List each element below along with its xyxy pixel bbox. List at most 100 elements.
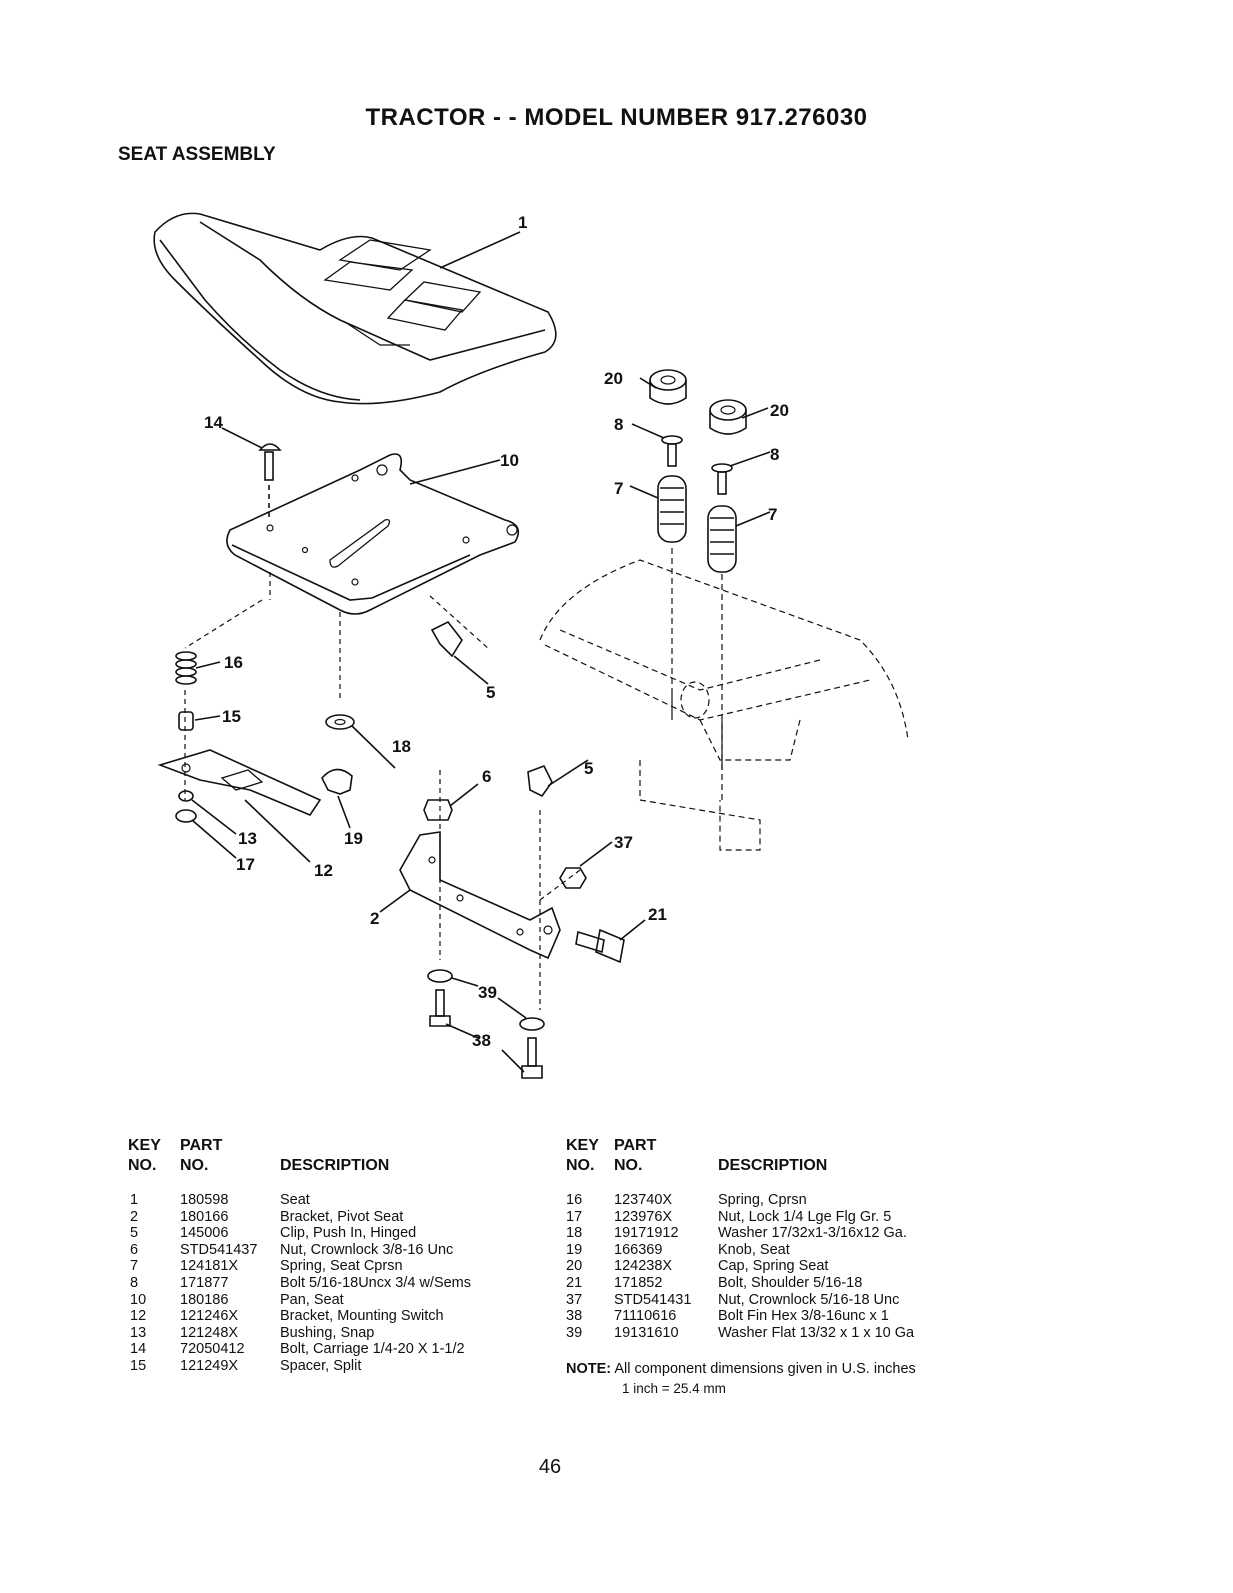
page-number: 46 <box>538 1456 562 1478</box>
part-description: Washer Flat 13/32 x 1 x 10 Ga <box>718 1324 915 1341</box>
part-key-no: 10 <box>130 1291 147 1308</box>
seat-pan-part <box>226 453 520 615</box>
part-key-no: 19 <box>566 1241 583 1258</box>
callout-1: 1 <box>518 213 527 232</box>
part-key-no: 18 <box>566 1225 583 1242</box>
part-number: 121246X <box>180 1308 239 1325</box>
leader-line <box>453 655 489 685</box>
bushing-13-part <box>178 790 194 802</box>
part-description: Pan, Seat <box>280 1291 344 1308</box>
callout-38: 38 <box>472 1031 491 1050</box>
washer-39-left-part <box>427 969 453 983</box>
part-number: 180598 <box>180 1192 229 1208</box>
part-number: 166369 <box>614 1241 663 1258</box>
part-description: Nut, Crownlock 5/16-18 Unc <box>718 1291 900 1308</box>
part-key-no: 12 <box>130 1308 147 1325</box>
callout-15: 15 <box>222 707 241 726</box>
callout-18: 18 <box>392 737 411 756</box>
locknut-17-part <box>175 809 197 823</box>
part-key-no: 2 <box>130 1208 139 1225</box>
callout-21: 21 <box>648 905 667 924</box>
part-number: 171877 <box>180 1274 229 1291</box>
part-description: Bolt, Shoulder 5/16-18 <box>718 1274 863 1291</box>
nut-37-part <box>559 867 587 889</box>
part-row: 2 180166 Bracket, Pivot Seat <box>130 1209 530 1226</box>
dimension-note: NOTE: All component dimensions given in … <box>566 1360 916 1378</box>
tractor-fender-outline <box>539 548 909 851</box>
seat-part <box>153 212 557 405</box>
leader-line <box>337 795 351 829</box>
callout-20-right: 20 <box>770 401 789 420</box>
exploded-parts-diagram: 1 14 10 16 15 5 18 6 5 19 13 17 12 2 37 … <box>153 212 909 1079</box>
conversion-note: 1 inch = 25.4 mm <box>622 1381 726 1396</box>
part-number: 123740X <box>614 1192 673 1208</box>
callout-2: 2 <box>370 909 379 928</box>
part-description: Knob, Seat <box>718 1241 790 1258</box>
right-header-description: DESCRIPTION <box>718 1157 828 1174</box>
part-key-no: 8 <box>130 1274 139 1291</box>
washer-18-part <box>325 714 355 730</box>
leader-line <box>579 841 613 867</box>
callout-5-lower: 5 <box>584 759 593 778</box>
part-key-no: 7 <box>130 1258 139 1275</box>
callout-6: 6 <box>482 767 491 786</box>
part-description: Bracket, Pivot Seat <box>280 1208 404 1225</box>
switch-bracket-part <box>157 749 322 816</box>
spring-7-right-part <box>707 505 737 573</box>
leader-line <box>244 799 311 863</box>
washer-39-right-part <box>519 1017 545 1031</box>
note-text: All component dimensions given in U.S. i… <box>614 1361 916 1377</box>
part-number: STD541437 <box>180 1241 258 1258</box>
leader-line <box>191 799 237 835</box>
part-description: Clip, Push In, Hinged <box>280 1225 417 1242</box>
callout-10: 10 <box>500 451 519 470</box>
part-description: Nut, Crownlock 3/8-16 Unc <box>280 1241 454 1258</box>
part-description: Spacer, Split <box>280 1357 362 1374</box>
part-number: 19171912 <box>614 1225 679 1242</box>
callout-17: 17 <box>236 855 255 874</box>
leader-line <box>631 423 665 439</box>
part-key-no: 20 <box>566 1258 583 1275</box>
leader-line <box>191 819 237 859</box>
part-number: 180166 <box>180 1208 229 1225</box>
part-key-no: 15 <box>130 1357 147 1374</box>
part-description: Nut, Lock 1/4 Lge Flg Gr. 5 <box>718 1208 892 1225</box>
spacer-15-part <box>178 711 194 731</box>
pivot-bracket-part <box>399 831 561 960</box>
leader-line <box>501 1049 525 1073</box>
knob-19-part <box>321 768 353 795</box>
leader-line <box>221 427 263 449</box>
bolt-8-right-part <box>711 463 733 495</box>
part-description: Seat <box>280 1192 310 1208</box>
cap-20-right-part <box>709 399 747 435</box>
part-description: Bolt Fin Hex 3/8-16unc x 1 <box>718 1308 889 1325</box>
leader-line <box>547 759 589 787</box>
part-number: 124181X <box>180 1258 239 1275</box>
leader-line <box>451 977 479 987</box>
part-description: Bushing, Snap <box>280 1324 375 1341</box>
part-key-no: 39 <box>566 1324 583 1341</box>
part-row: 19 166369 Knob, Seat <box>566 1242 998 1259</box>
part-number: STD541431 <box>614 1291 692 1308</box>
part-description: Bracket, Mounting Switch <box>280 1308 444 1325</box>
leader-line <box>735 511 771 527</box>
leader-line <box>619 919 646 941</box>
part-key-no: 16 <box>566 1192 583 1208</box>
part-number: 121248X <box>180 1324 239 1341</box>
cap-20-left-part <box>649 369 687 405</box>
